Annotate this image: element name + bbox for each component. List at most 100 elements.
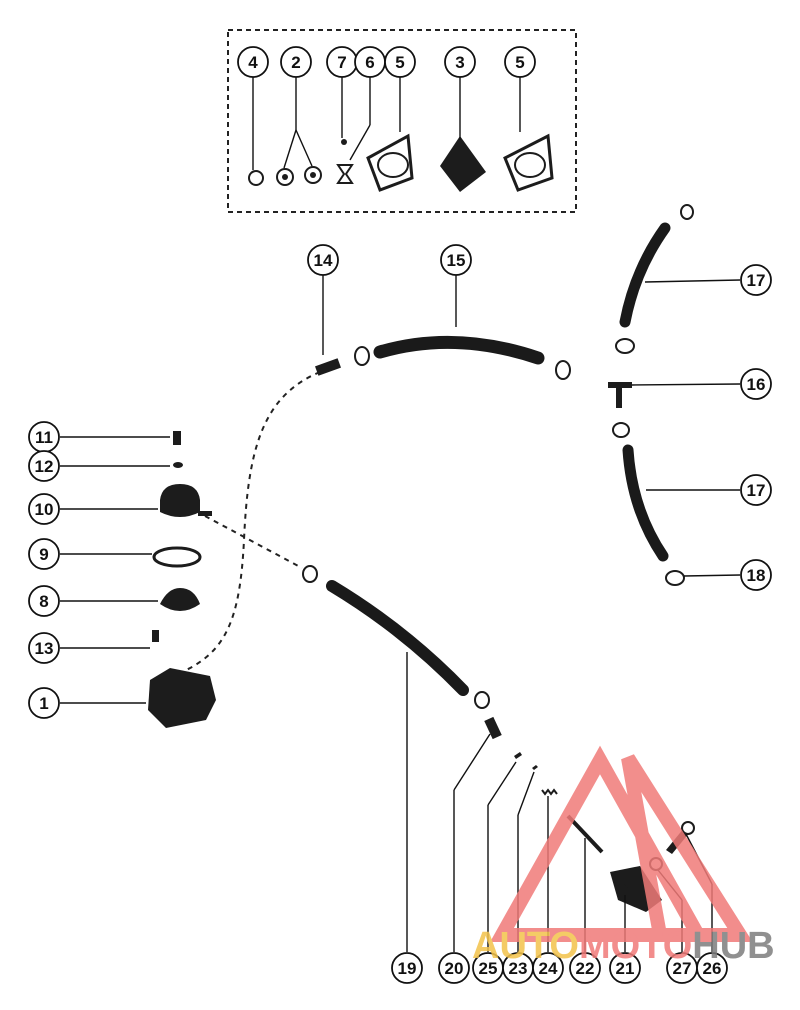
part-1-pump-body — [148, 668, 216, 728]
callout-16: 16 — [740, 368, 772, 400]
callout-6: 6 — [354, 46, 386, 78]
callout-circle — [28, 450, 60, 482]
callout-circle — [280, 46, 312, 78]
callout-2: 2 — [280, 46, 312, 78]
callout-number: 25 — [479, 959, 498, 978]
automotohub-watermark: AUTOMOTOHUB — [472, 745, 775, 967]
callout-circle — [740, 559, 772, 591]
callout-number: 9 — [39, 545, 48, 564]
callout-26: 26 — [696, 952, 728, 984]
callout-circle — [740, 368, 772, 400]
callout-number: 6 — [365, 53, 374, 72]
callout-14: 14 — [307, 244, 339, 276]
callout-number: 7 — [337, 53, 346, 72]
callout-circle — [438, 952, 470, 984]
dashed-line-b — [204, 515, 303, 569]
callout-number: 8 — [39, 592, 48, 611]
callout-11: 11 — [28, 421, 60, 453]
part-13-screw — [152, 630, 159, 642]
part-14-fitting — [315, 358, 341, 376]
callout-circle — [532, 952, 564, 984]
callout-23: 23 — [502, 952, 534, 984]
callout-number: 21 — [616, 959, 635, 978]
callout-circle — [28, 687, 60, 719]
kit-parts — [248, 133, 554, 192]
callout-8: 8 — [28, 585, 60, 617]
callout-circle — [28, 585, 60, 617]
callout-number: 15 — [447, 251, 466, 270]
watermark-triangle — [490, 745, 753, 942]
callout-number: 24 — [539, 959, 558, 978]
callout-12: 12 — [28, 450, 60, 482]
clamp-d — [615, 338, 635, 354]
part-20-fitting — [484, 716, 502, 740]
callout-circle — [444, 46, 476, 78]
clamp-f — [302, 565, 318, 583]
callout-7: 7 — [326, 46, 358, 78]
callout-24: 24 — [532, 952, 564, 984]
part-4-washer — [248, 170, 264, 186]
callout-18: 18 — [740, 559, 772, 591]
callout-number: 27 — [673, 959, 692, 978]
callout-3: 3 — [444, 46, 476, 78]
callout-20: 20 — [438, 952, 470, 984]
callout-number: 22 — [576, 959, 595, 978]
callout-5: 5 — [504, 46, 536, 78]
part-12-washer — [173, 462, 183, 468]
callout-circle — [740, 474, 772, 506]
callout-15: 15 — [440, 244, 472, 276]
callout-17: 17 — [740, 264, 772, 296]
svg-text:AUTOMOTOHUB: AUTOMOTOHUB — [472, 925, 775, 967]
dashed-line-a — [181, 371, 321, 673]
callout-circle — [609, 952, 641, 984]
callout-19: 19 — [391, 952, 423, 984]
callout-circle — [384, 46, 416, 78]
callout-number: 4 — [248, 53, 258, 72]
callout-22: 22 — [569, 952, 601, 984]
watermark-moto: MOTO — [579, 925, 692, 967]
callout-9: 9 — [28, 538, 60, 570]
callout-5: 5 — [384, 46, 416, 78]
watermark-hub: HUB — [692, 925, 774, 967]
hose-19 — [326, 580, 469, 696]
callout-number: 5 — [515, 53, 524, 72]
callout-circle — [28, 493, 60, 525]
clamp-g — [474, 691, 490, 709]
part-7-screw — [341, 139, 347, 145]
callout-circle — [28, 538, 60, 570]
callout-circle — [504, 46, 536, 78]
callout-number: 1 — [39, 694, 48, 713]
callout-circle — [237, 46, 269, 78]
callout-number: 14 — [314, 251, 333, 270]
hose-15 — [373, 335, 545, 365]
parts-23-25-small — [514, 752, 538, 770]
callout-number: 2 — [291, 53, 300, 72]
callout-number: 20 — [445, 959, 464, 978]
callout-circle — [307, 244, 339, 276]
callout-number: 12 — [35, 457, 54, 476]
clamp-c — [680, 204, 694, 220]
callout-circle — [391, 952, 423, 984]
part-10-cover — [160, 484, 200, 517]
part-8-diaphragm — [160, 588, 200, 611]
clamp-e — [612, 422, 630, 438]
part-3-diaphragm — [440, 136, 486, 192]
callout-21: 21 — [609, 952, 641, 984]
callout-4: 4 — [237, 46, 269, 78]
callout-number: 19 — [398, 959, 417, 978]
callout-number: 13 — [35, 639, 54, 658]
callout-17: 17 — [740, 474, 772, 506]
part-22-needle — [566, 814, 604, 854]
part-11-screw — [173, 431, 181, 445]
callout-number: 3 — [455, 53, 464, 72]
callout-13: 13 — [28, 632, 60, 664]
components — [148, 204, 695, 912]
part-18-clamp — [665, 570, 685, 586]
callout-1: 1 — [28, 687, 60, 719]
callout-number: 5 — [395, 53, 404, 72]
part-16-tee-fitting — [608, 382, 632, 408]
hoses — [181, 222, 671, 696]
callout-circle — [696, 952, 728, 984]
